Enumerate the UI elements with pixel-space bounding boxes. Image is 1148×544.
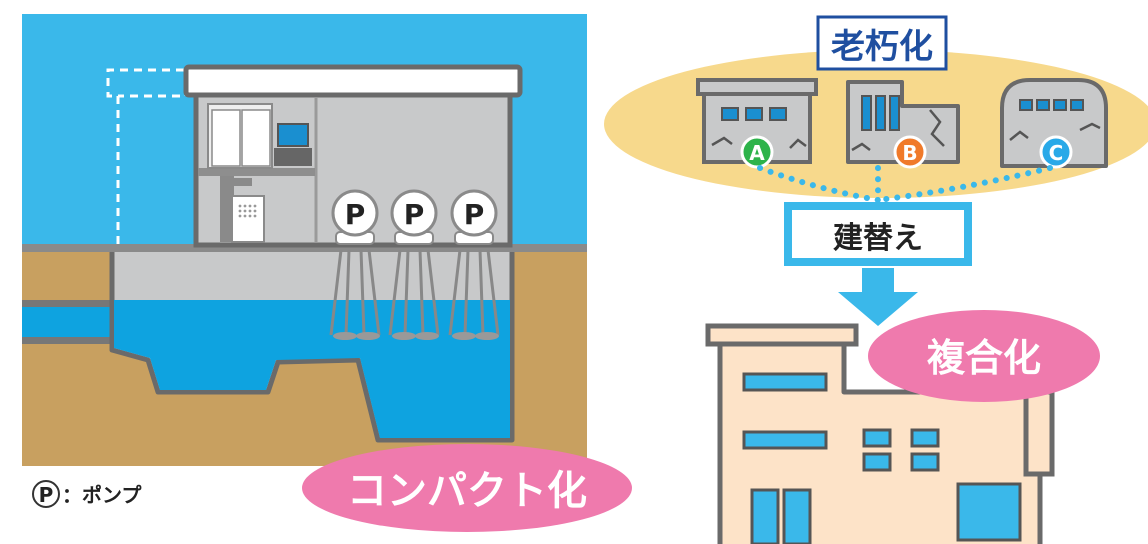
combine-badge: 複合化 xyxy=(868,310,1100,402)
compact-badge-label: コンパクト化 xyxy=(347,468,587,514)
building-door xyxy=(750,488,780,544)
computer-desk xyxy=(274,148,312,166)
building-window xyxy=(862,452,892,472)
building-window xyxy=(742,430,828,450)
facility-a: A xyxy=(696,78,818,169)
pump-label: P xyxy=(345,198,366,231)
building-roof xyxy=(705,323,859,347)
pump-station-scene: P P P xyxy=(22,14,587,466)
pump-unit: P xyxy=(388,189,440,340)
facility-c: C xyxy=(1000,78,1108,169)
duct xyxy=(226,178,252,186)
inflow-water xyxy=(22,307,118,337)
aging-label: 老朽化 xyxy=(831,27,933,67)
facility-b: B xyxy=(846,80,960,169)
facility-letter: C xyxy=(1049,141,1064,165)
pump-house-roof xyxy=(183,64,523,98)
facility-badge-a xyxy=(740,135,774,169)
facility-letter: B xyxy=(902,141,917,165)
ground-line xyxy=(22,244,587,252)
building-window xyxy=(862,428,892,448)
facility-badge-c xyxy=(1039,135,1073,169)
combine-badge-label: 複合化 xyxy=(927,336,1041,380)
legend-text: ：ポンプ xyxy=(62,483,142,507)
cabinet-door xyxy=(211,109,241,167)
pump-icon xyxy=(331,189,379,237)
legend-symbol: P xyxy=(39,483,54,507)
computer-monitor xyxy=(277,123,309,147)
aging-facilities-group: 老朽化 A B xyxy=(604,15,1148,203)
rebuild-step: 建替え xyxy=(784,202,972,326)
pump-icon xyxy=(450,189,498,237)
legend-pump-icon xyxy=(32,480,60,508)
building-window xyxy=(742,372,828,392)
building-window-large xyxy=(956,482,1022,542)
rebuild-label-box xyxy=(784,202,972,266)
pump-unit: P xyxy=(329,189,381,340)
control-panel xyxy=(231,195,265,243)
pump-icon xyxy=(390,189,438,237)
aging-label-box xyxy=(816,15,948,71)
pump-legend: P ：ポンプ xyxy=(32,480,142,508)
pump-label: P xyxy=(464,198,485,231)
upper-floor xyxy=(198,168,315,176)
pump-label: P xyxy=(404,198,425,231)
facility-letter: A xyxy=(749,141,765,165)
control-panel-buttons xyxy=(238,204,257,218)
down-arrow-icon xyxy=(838,268,918,326)
rebuild-label: 建替え xyxy=(833,221,923,256)
merge-dotted-lines xyxy=(757,165,1053,203)
pump-unit: P xyxy=(448,189,500,340)
building-door xyxy=(782,488,812,544)
building-window xyxy=(910,428,940,448)
compact-badge: コンパクト化 xyxy=(302,444,632,532)
cabinet-door xyxy=(241,109,271,167)
duct xyxy=(220,176,234,242)
facility-badge-b xyxy=(893,135,927,169)
building-side xyxy=(1023,389,1055,477)
building-window xyxy=(910,452,940,472)
